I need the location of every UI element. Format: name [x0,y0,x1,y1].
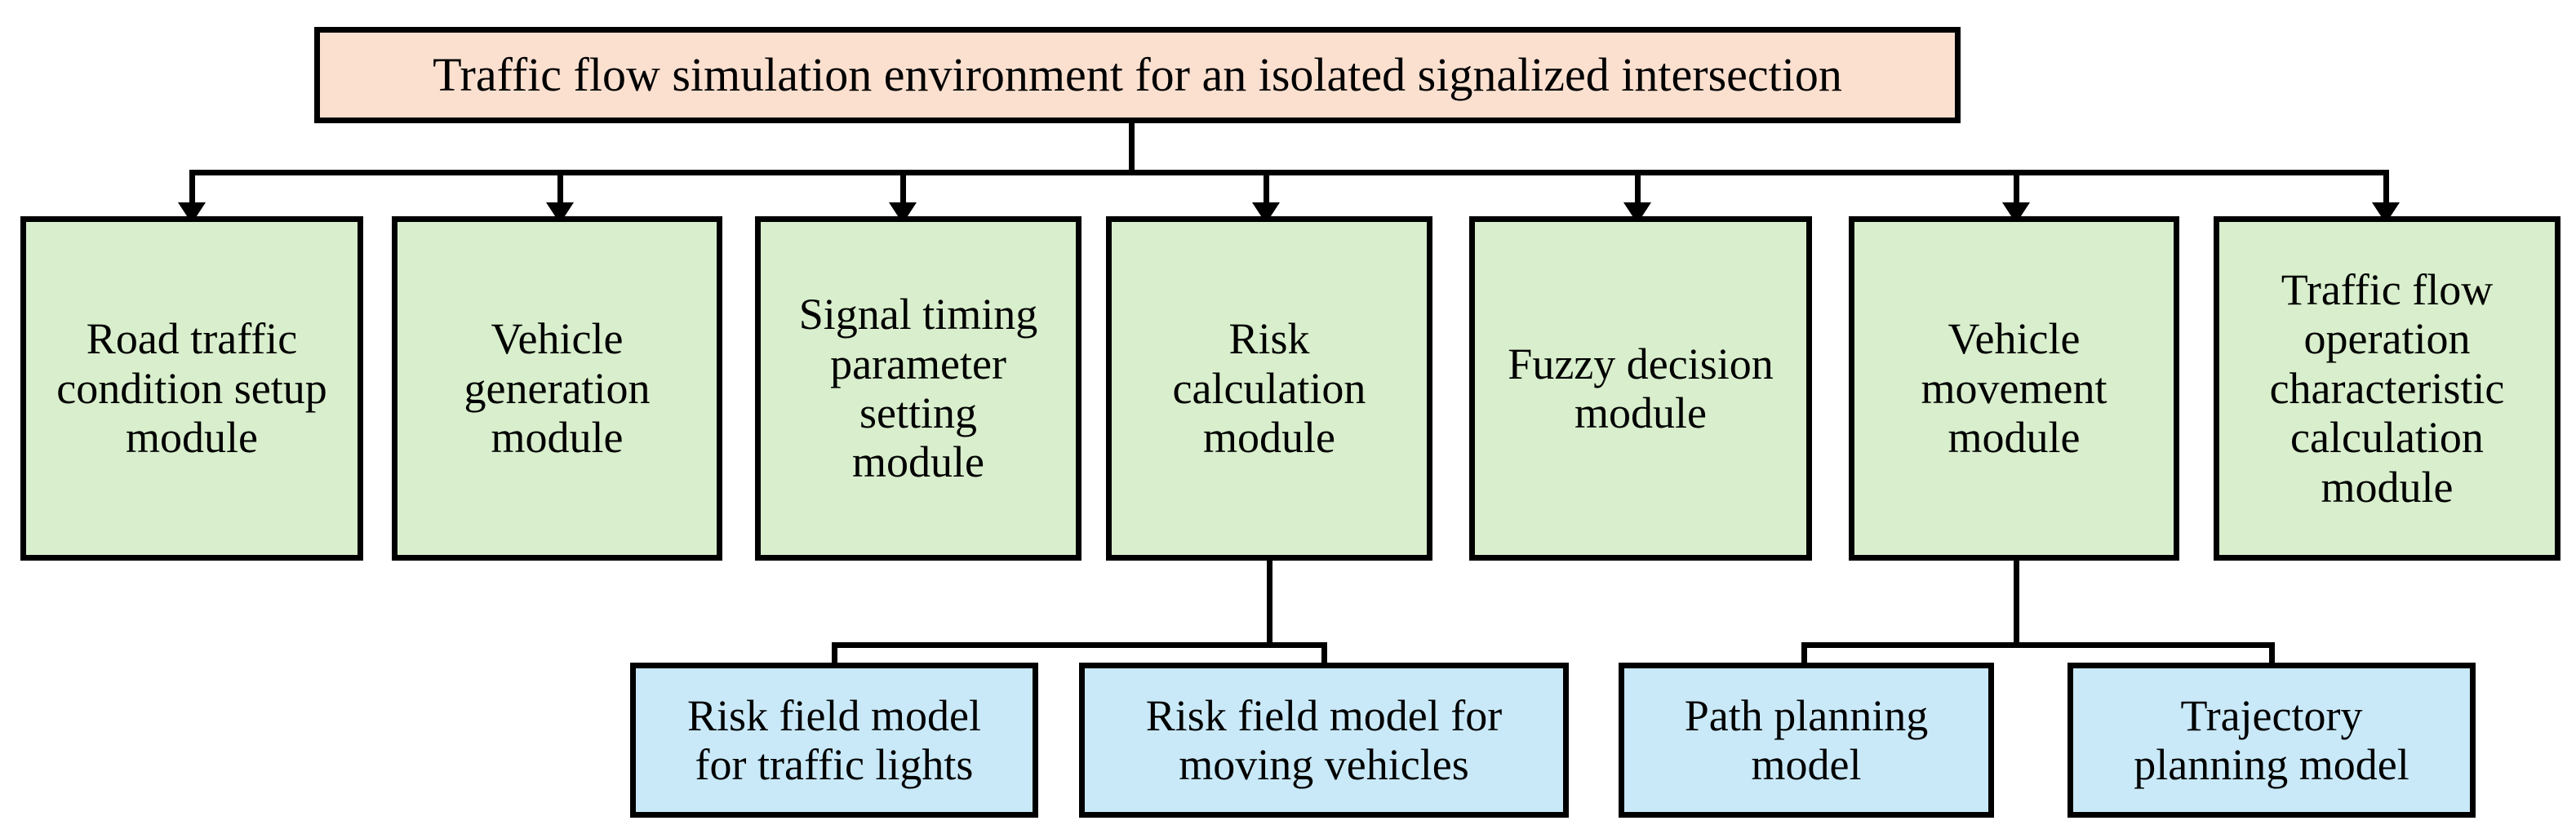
node-label: Risk calculation module [1172,314,1366,463]
node-label: Trajectory planning model [2134,690,2409,789]
node-label: Fuzzy decision module [1508,339,1774,437]
node-trajectory-planning-model[interactable]: Trajectory planning model [2067,663,2476,818]
connector-drop-module-4 [1264,170,1269,209]
connector-top-bus [189,170,2389,175]
node-label: Signal timing parameter setting module [798,290,1038,487]
connector-root-stem [1129,123,1135,175]
connector-drop-module-3 [900,170,906,209]
node-label: Traffic flow simulation environment for … [433,47,1842,101]
node-path-planning-model[interactable]: Path planning model [1619,663,1994,818]
connector-drop-module-7 [2383,170,2389,209]
node-label: Traffic flow operation characteristic ca… [2269,264,2505,512]
node-vehicle-movement-module[interactable]: Vehicle movement module [1849,216,2179,561]
connector-vehicle-movement-bus [1801,642,2275,648]
connector-drop-module-5 [1635,170,1641,209]
node-road-traffic-condition-setup-module[interactable]: Road traffic condition setup module [20,216,363,561]
connector-risk-calculation-bus [832,642,1327,648]
node-label: Risk field model for moving vehicles [1145,690,1503,789]
node-traffic-flow-simulation-environment[interactable]: Traffic flow simulation environment for … [314,27,1961,123]
node-vehicle-generation-module[interactable]: Vehicle generation module [392,216,722,561]
connector-vehicle-movement-stem [2014,561,2019,642]
node-label: Vehicle movement module [1921,314,2107,463]
node-label: Vehicle generation module [464,314,651,463]
node-risk-field-model-for-traffic-lights[interactable]: Risk field model for traffic lights [630,663,1038,818]
connector-drop-module-6 [2014,170,2019,209]
connector-drop-module-1 [189,170,195,209]
node-label: Road traffic condition setup module [56,314,327,463]
node-signal-timing-parameter-setting-module[interactable]: Signal timing parameter setting module [755,216,1081,561]
node-risk-calculation-module[interactable]: Risk calculation module [1106,216,1432,561]
node-risk-field-model-for-moving-vehicles[interactable]: Risk field model for moving vehicles [1079,663,1569,818]
node-traffic-flow-operation-characteristic-calculation-module[interactable]: Traffic flow operation characteristic ca… [2214,216,2560,561]
node-fuzzy-decision-module[interactable]: Fuzzy decision module [1469,216,1812,561]
connector-drop-module-2 [557,170,563,209]
node-label: Risk field model for traffic lights [687,690,981,789]
node-label: Path planning model [1684,690,1929,789]
connector-risk-calculation-stem [1267,561,1272,642]
